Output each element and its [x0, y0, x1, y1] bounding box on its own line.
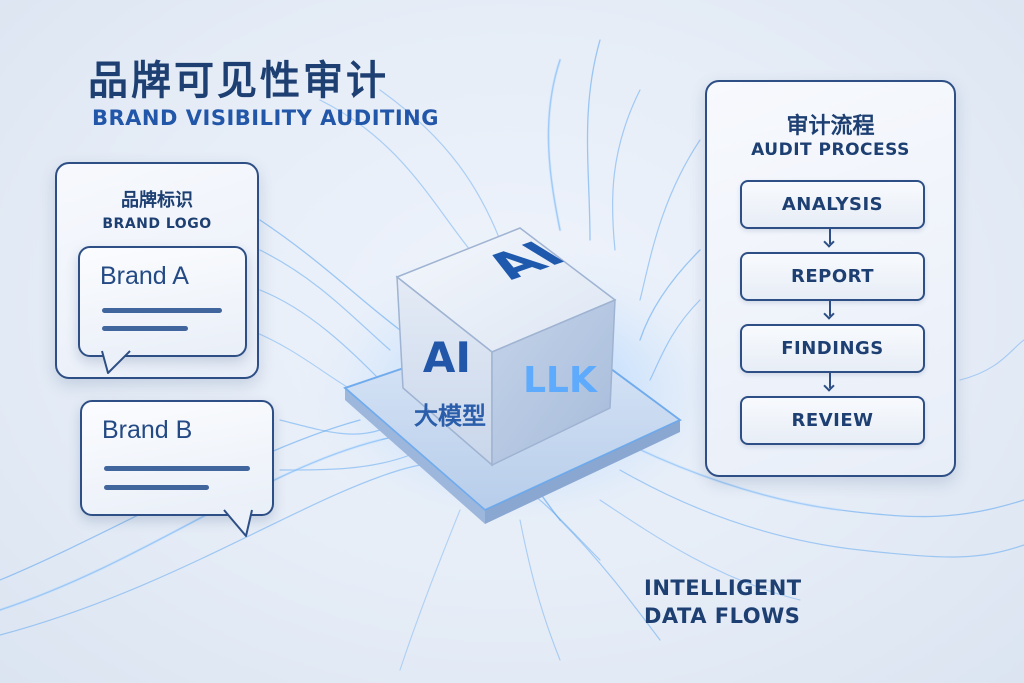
step-findings: FINDINGS	[740, 324, 925, 373]
text-line	[104, 466, 250, 471]
audit-process-subtitle: AUDIT PROCESS	[751, 140, 910, 160]
arrow-down-icon	[829, 228, 831, 244]
arrow-down-icon	[829, 300, 831, 316]
brand-b-label: Brand B	[102, 416, 193, 444]
speech-bubble-tail	[101, 347, 131, 374]
page-title: 品牌可见性审计	[88, 58, 389, 104]
text-line	[104, 485, 209, 490]
step-analysis: ANALYSIS	[740, 180, 925, 229]
brand-a-label: Brand A	[100, 262, 189, 290]
brand-b-bubble: Brand B	[80, 400, 274, 537]
flows-label-line2: DATA FLOWS	[644, 604, 801, 628]
intelligent-data-flows-label: INTELLIGENT DATA FLOWS	[644, 574, 844, 630]
cube-side-text: LLK	[523, 360, 598, 401]
text-line	[102, 308, 222, 313]
arrow-down-icon	[829, 372, 831, 388]
speech-bubble-tail	[223, 506, 253, 537]
step-review: REVIEW	[740, 396, 925, 445]
brand-logo-subtitle: BRAND LOGO	[102, 216, 212, 232]
brand-a-bubble: Brand A	[78, 246, 247, 374]
step-report: REPORT	[740, 252, 925, 301]
audit-process-title: 审计流程	[786, 114, 875, 139]
brand-logo-title: 品牌标识	[121, 190, 193, 211]
flows-label-line1: INTELLIGENT	[644, 576, 802, 600]
cube-side-face	[491, 298, 616, 467]
cube-front-text: AI	[423, 333, 471, 382]
cube-front-subtext: 大模型	[414, 402, 486, 430]
audit-process-panel: 审计流程 AUDIT PROCESS ANALYSIS REPORT FINDI…	[705, 80, 956, 477]
page-subtitle: BRAND VISIBILITY AUDITING	[92, 106, 439, 130]
text-line	[102, 326, 188, 331]
